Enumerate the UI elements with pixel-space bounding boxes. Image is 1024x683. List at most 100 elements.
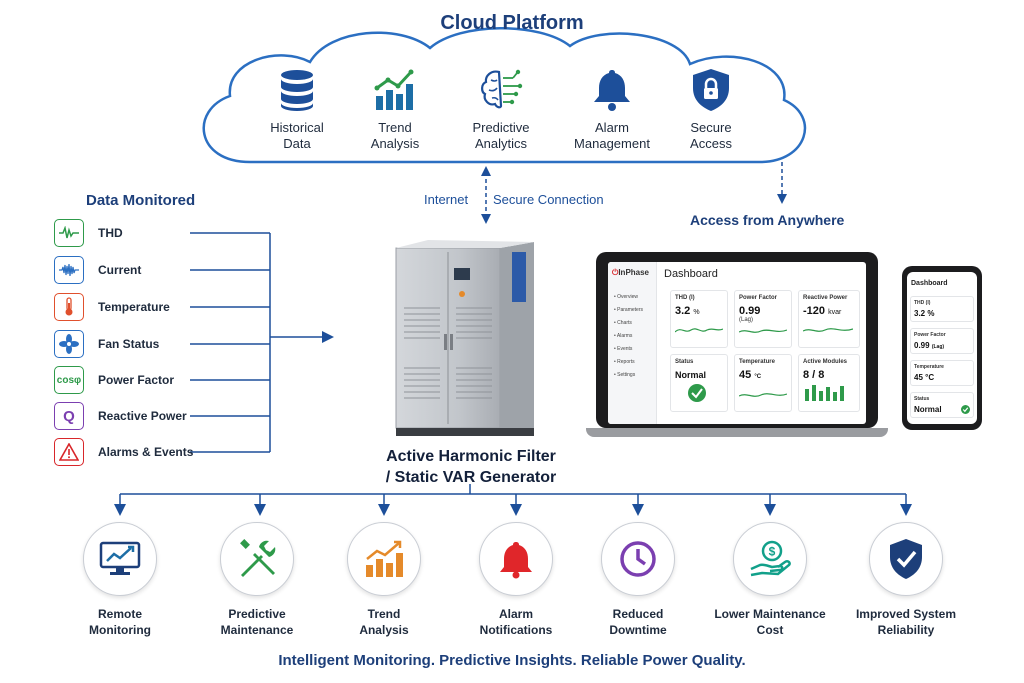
card-temperature[interactable]: Temperature 45 °C [734, 354, 792, 412]
nav-item-events[interactable]: • Events [614, 346, 633, 352]
monitored-item-label: Temperature [98, 300, 170, 314]
dashboard-title: Dashboard [664, 268, 718, 280]
hand-coin-icon: $ [733, 522, 807, 596]
cloud-item-predictive-analytics: Predictive Analytics [446, 66, 556, 152]
nav-label: Overview [617, 294, 638, 300]
monitored-item-label: THD [98, 226, 123, 240]
trend-chart-icon [371, 66, 419, 114]
card-value: 45 °C [739, 370, 787, 383]
current-wave-icon [54, 256, 84, 284]
check-circle-icon [961, 405, 970, 414]
sparkline [802, 328, 854, 332]
sparkline [674, 328, 724, 333]
svg-text:$: $ [769, 545, 776, 559]
monitored-item-thd: THD [54, 219, 123, 247]
access-from-anywhere-label: Access from Anywhere [690, 212, 845, 228]
cloud-shape [202, 27, 807, 164]
alarm-bell-icon [479, 522, 553, 596]
unit: kvar [828, 309, 842, 316]
cloud-item-secure-access: Secure Access [656, 66, 766, 152]
card-value: 3.2 % [914, 309, 935, 318]
device-title-line1: Active Harmonic Filter [386, 448, 556, 465]
thermometer-icon [54, 293, 84, 321]
cloud-item-label: Historical Data [270, 120, 324, 151]
monitored-item-label: Power Factor [98, 373, 175, 387]
sparkline [738, 393, 788, 397]
phone-card-temperature[interactable]: Temperature 45 °C [910, 360, 974, 386]
cloud-item-historical-data: Historical Data [242, 66, 352, 152]
phone-card-thd[interactable]: THD (I) 3.2 % [910, 296, 974, 322]
monitored-item-temperature: Temperature [54, 293, 170, 321]
card-value: 0.99 [739, 305, 761, 317]
check-circle-icon [688, 384, 706, 402]
nav-item-alarms[interactable]: • Alarms [614, 333, 633, 339]
card-thd[interactable]: THD (I) 3.2 % [670, 290, 728, 348]
cloud-item-label: Predictive Analytics [472, 120, 530, 151]
sparkline [738, 329, 788, 333]
fan-icon [54, 330, 84, 358]
cloud-item-trend-analysis: Trend Analysis [340, 66, 450, 152]
card-value: 8 / 8 [803, 369, 825, 381]
card-label: Reactive Power [803, 295, 848, 301]
phone-card-status[interactable]: Status Normal [910, 392, 974, 418]
shield-check-icon [869, 522, 943, 596]
card-value-row: Normal [914, 405, 970, 414]
cloud-item-label: Trend Analysis [370, 120, 420, 151]
card-label: Temperature [914, 364, 944, 370]
filter-cabinet-illustration [395, 240, 534, 436]
card-active-modules[interactable]: Active Modules 8 / 8 [798, 354, 860, 412]
card-reactive-power[interactable]: Reactive Power -120 kvar [798, 290, 860, 348]
q-icon: Q [54, 402, 84, 430]
card-power-factor[interactable]: Power Factor 0.99 (Lag) [734, 290, 792, 348]
value: 0.99 [914, 341, 930, 350]
monitored-item-fan-status: Fan Status [54, 330, 159, 358]
clock-icon [601, 522, 675, 596]
data-monitored-title: Data Monitored [86, 192, 196, 209]
nav-label: Parameters [617, 307, 643, 313]
nav-item-charts[interactable]: • Charts [614, 320, 632, 326]
benefit-remote-monitoring: Remote Monitoring [55, 522, 185, 638]
card-label: Active Modules [803, 359, 848, 365]
nav-item-parameters[interactable]: • Parameters [614, 307, 643, 313]
dashboard-sidebar: ⏻InPhase • Overview • Parameters • Chart… [608, 262, 657, 424]
benefit-label: Improved System Reliability [855, 607, 957, 637]
card-label: THD (I) [914, 300, 931, 306]
card-value: Normal [675, 370, 707, 380]
warning-icon [54, 438, 84, 466]
device-title: Active Harmonic Filter / Static VAR Gene… [346, 446, 596, 488]
benefit-label: Alarm Notifications [479, 607, 553, 637]
cloud-item-label: Secure Access [690, 120, 732, 151]
nav-item-settings[interactable]: • Settings [614, 372, 636, 378]
device-title-line2: / Static VAR Generator [385, 469, 557, 486]
monitored-item-label: Fan Status [98, 337, 160, 351]
laptop: ⏻InPhase • Overview • Parameters • Chart… [596, 252, 878, 428]
card-value: Normal [914, 405, 942, 414]
card-label: Temperature [739, 359, 775, 365]
unit: % [693, 309, 700, 316]
unit: °C [754, 374, 762, 380]
phone-dashboard-title: Dashboard [911, 280, 948, 287]
monitored-item-current: Current [54, 256, 141, 284]
monitored-item-label: Current [98, 263, 142, 277]
nav-item-overview[interactable]: • Overview [614, 294, 638, 300]
monitored-item-label: Alarms & Events [98, 445, 194, 459]
nav-label: Charts [617, 320, 632, 326]
value: -120 [803, 305, 826, 317]
card-label: Power Factor [914, 332, 946, 338]
phone-card-power-factor[interactable]: Power Factor 0.99 (Lag) [910, 328, 974, 354]
card-value: -120 kvar [803, 306, 855, 318]
benefit-alarm-notifications: Alarm Notifications [451, 522, 581, 638]
card-label: THD (I) [675, 295, 695, 301]
nav-label: Settings [617, 372, 636, 378]
nav-label: Reports [617, 359, 635, 365]
tagline: Intelligent Monitoring. Predictive Insig… [278, 652, 746, 669]
card-status[interactable]: Status Normal [670, 354, 728, 412]
brand-logo: ⏻InPhase [612, 268, 649, 278]
benefit-label: Predictive Maintenance [220, 607, 294, 637]
nav-item-reports[interactable]: • Reports [614, 359, 635, 365]
nav-label: Events [617, 346, 633, 352]
value: 3.2 [675, 305, 691, 317]
module-bars-icon [805, 385, 844, 401]
sub: (Lag) [931, 344, 945, 350]
